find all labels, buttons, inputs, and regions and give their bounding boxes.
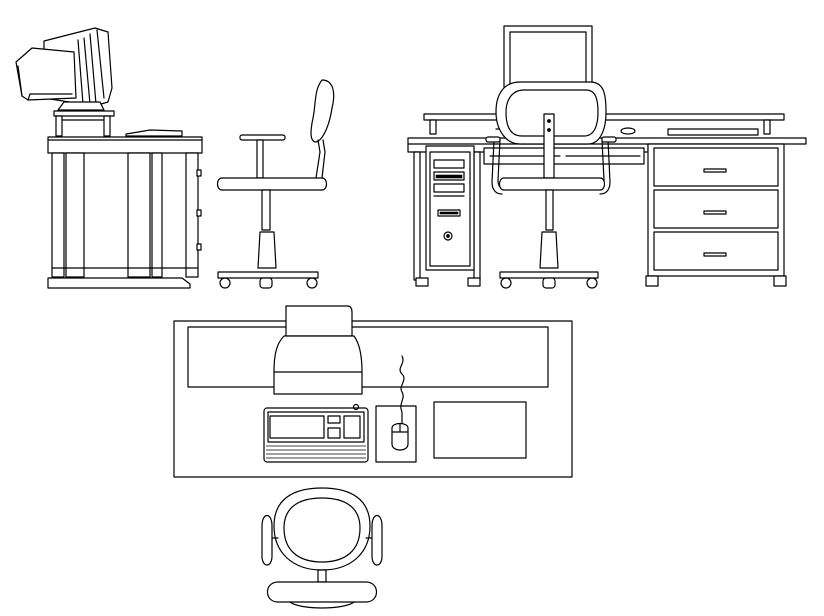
pc-tower <box>425 145 475 271</box>
mouse <box>391 422 409 451</box>
plan-view <box>173 305 573 609</box>
office-chair-front <box>485 81 617 289</box>
office-chair-side <box>216 79 335 289</box>
crt-monitor-side <box>15 27 115 137</box>
computer-desk-front <box>407 137 807 287</box>
crt-monitor-plan <box>273 305 363 395</box>
monitor-shelf-plan <box>187 326 549 388</box>
keyboard-side <box>125 129 183 137</box>
side-elevation-view <box>15 27 335 289</box>
paper-tray-plan <box>433 401 527 459</box>
mouse-pad <box>375 355 417 463</box>
desk-side <box>47 136 203 289</box>
keyboard-plan <box>263 403 369 463</box>
front-elevation-view <box>407 25 807 289</box>
drawer-unit <box>645 143 787 287</box>
office-chair-plan <box>261 487 383 609</box>
